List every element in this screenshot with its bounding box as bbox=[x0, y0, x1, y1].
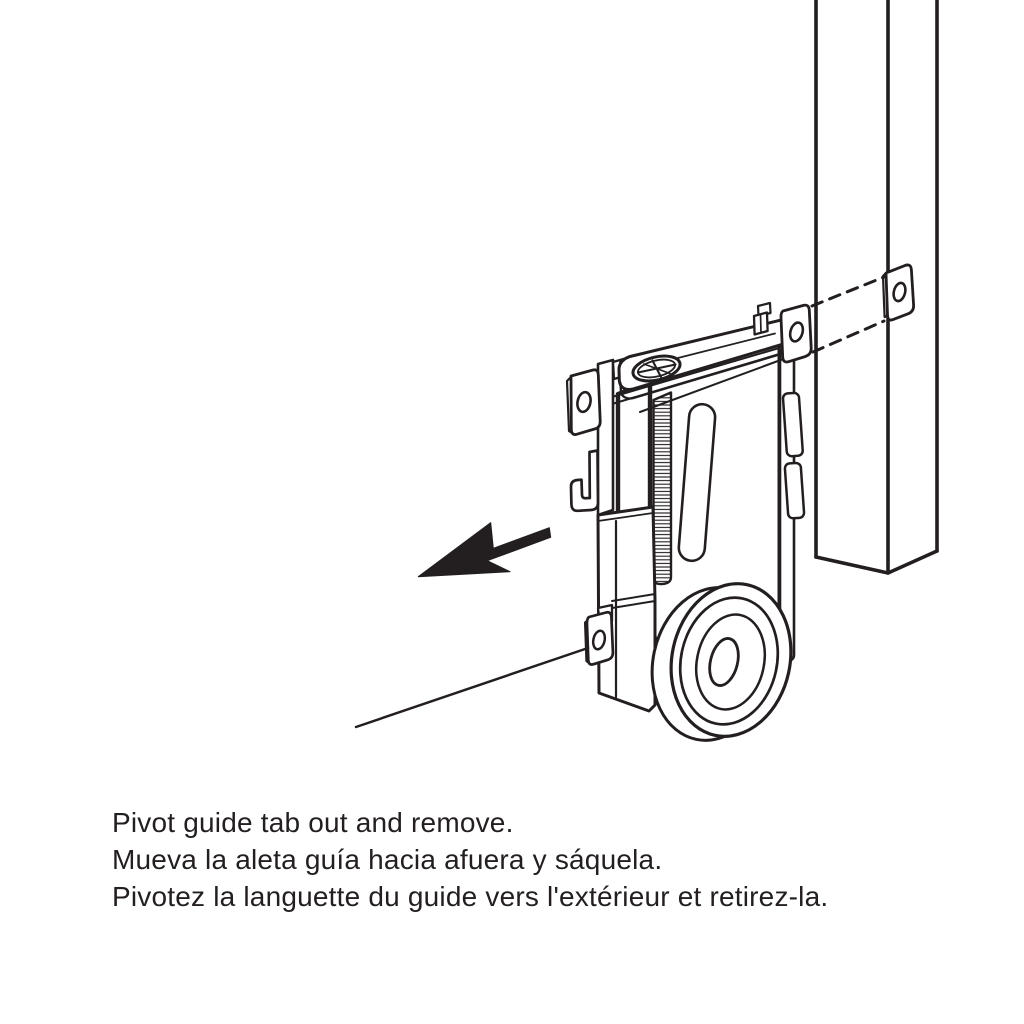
post-mounting-tab-icon bbox=[881, 263, 916, 322]
tab-screw-hole bbox=[892, 281, 907, 303]
direction-arrow-icon bbox=[417, 522, 552, 578]
alignment-dashed-lines-icon bbox=[810, 275, 886, 354]
roller-wheel-icon bbox=[650, 582, 793, 742]
housing-lower-column bbox=[596, 505, 657, 713]
floor-line-icon bbox=[354, 646, 590, 729]
door-post-icon bbox=[814, 0, 939, 575]
bottom-tab-hole bbox=[591, 629, 607, 651]
left-tab-hole bbox=[576, 390, 592, 414]
adjustment-screw-icon bbox=[631, 354, 682, 383]
wheel-hub bbox=[708, 637, 740, 687]
bracket-end-hole bbox=[788, 321, 805, 343]
caption-english: Pivot guide tab out and remove. bbox=[112, 807, 514, 838]
caption-block: Pivot guide tab out and remove. Mueva la… bbox=[112, 804, 972, 915]
guide-tab-plate bbox=[596, 358, 615, 517]
adjustment-bracket bbox=[617, 301, 813, 400]
housing-side-panel bbox=[615, 379, 653, 524]
caption-spanish: Mueva la aleta guía hacia afuera y sáque… bbox=[112, 844, 663, 875]
threaded-rod-icon bbox=[652, 391, 673, 586]
right-clip-upper bbox=[781, 391, 804, 458]
guide-hook-icon bbox=[569, 449, 600, 513]
bottom-tab bbox=[583, 603, 615, 666]
right-clip-lower bbox=[783, 461, 806, 520]
caption-french: Pivotez la languette du guide vers l'ext… bbox=[112, 881, 829, 912]
bracket-right-clip bbox=[752, 301, 813, 364]
left-bracket-tabs bbox=[565, 356, 629, 517]
housing-slot bbox=[677, 402, 717, 563]
